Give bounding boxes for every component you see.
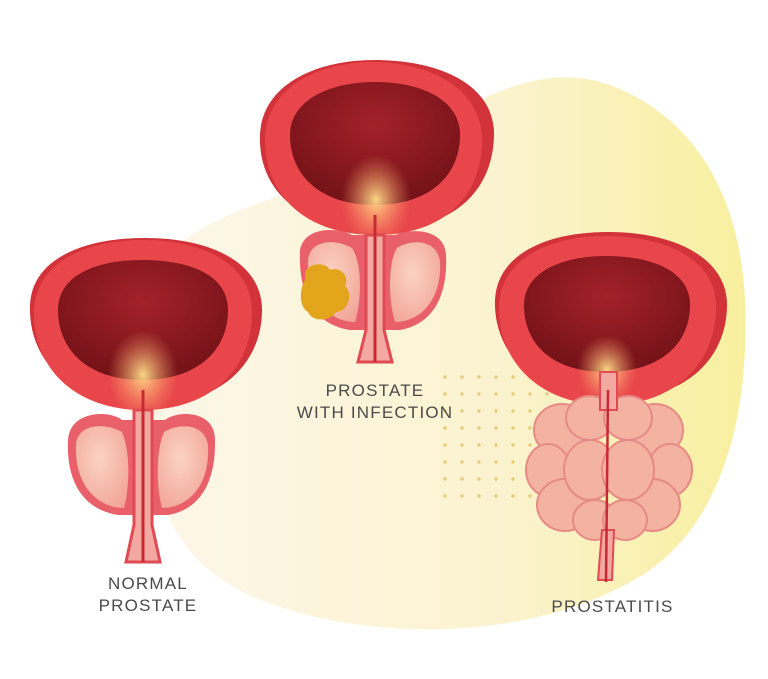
bladder-glow [108, 330, 178, 420]
infection-mass [300, 264, 350, 320]
prostatitis-figure [494, 232, 727, 583]
label-prostate-with-infection: PROSTATE WITH INFECTION [285, 380, 465, 424]
swollen-prostate [525, 395, 693, 541]
label-normal-prostate: NORMAL PROSTATE [88, 573, 208, 617]
swollen-lobe [601, 439, 655, 501]
label-line: NORMAL [108, 574, 188, 593]
bladder-glow [577, 335, 637, 405]
label-line: PROSTATE [325, 381, 425, 400]
bladder-cavity [58, 260, 228, 380]
bladder-cavity [524, 256, 690, 372]
bladder-cavity [290, 82, 460, 205]
label-line: PROSTATITIS [551, 597, 674, 616]
normal-prostate-figure [29, 238, 263, 564]
infection-prostate-figure [259, 60, 495, 364]
urethra-core [604, 389, 610, 583]
prostate-lobe-left [75, 426, 129, 508]
bladder-glow [341, 155, 411, 245]
prostate-lobe-right [389, 242, 441, 322]
prostate-lobe-right [157, 426, 209, 508]
label-line: PROSTATE [98, 596, 198, 615]
label-prostatitis: PROSTATITIS [545, 596, 680, 618]
label-line: WITH INFECTION [296, 403, 454, 422]
